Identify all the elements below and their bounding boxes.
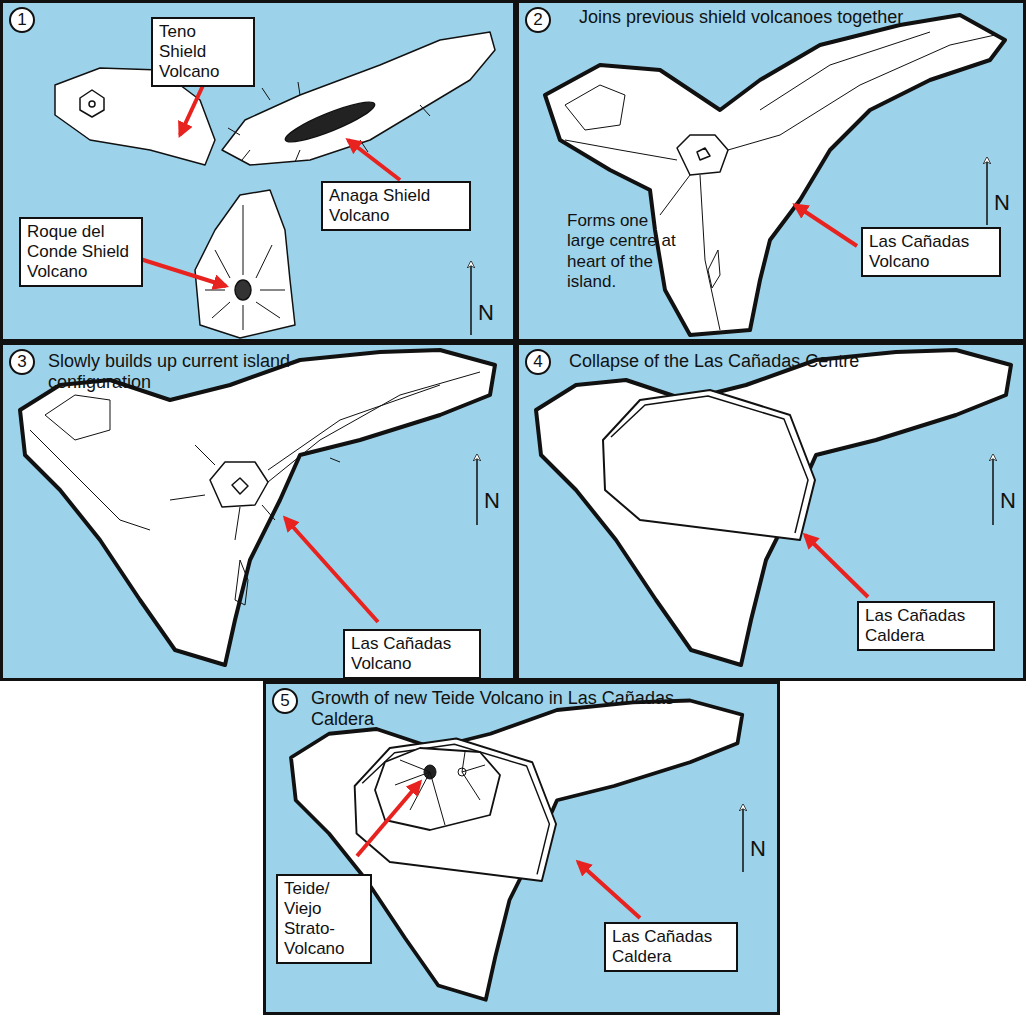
step-note: Forms one large centre at heart of the i…: [567, 211, 685, 293]
north-label: N: [750, 836, 766, 862]
north-label: N: [1000, 488, 1016, 514]
step-number: 5: [272, 688, 298, 714]
step-title: Growth of new Teide Volcano in Las Cañad…: [311, 688, 731, 729]
step-number: 1: [9, 7, 35, 33]
step-number: 3: [9, 349, 35, 375]
label-box: Teide/ Viejo Strato- Volcano: [276, 874, 372, 964]
label-text: Roque del Conde Shield Volcano: [27, 222, 135, 282]
step-title: Collapse of the Las Cañadas Centre: [569, 351, 989, 372]
label-text: Teide/ Viejo Strato- Volcano: [284, 879, 364, 959]
label-box: Roque del Conde Shield Volcano: [19, 217, 143, 287]
panel: 1Teno Shield VolcanoAnaga Shield Volcano…: [0, 0, 516, 342]
label-text: Las Cañadas Volcano: [869, 232, 993, 272]
label-text: Las Cañadas Caldera: [612, 927, 730, 967]
label-box: Teno Shield Volcano: [151, 17, 255, 87]
label-box: Las Cañadas Caldera: [857, 601, 995, 651]
label-text: Anaga Shield Volcano: [329, 186, 463, 226]
label-text: Teno Shield Volcano: [159, 22, 247, 82]
step-number: 4: [525, 349, 551, 375]
panel: 3 Slowly builds up current island configu…: [0, 342, 516, 681]
label-box: Las Cañadas Volcano: [861, 227, 1001, 277]
label-box: Las Cañadas Caldera: [604, 922, 738, 972]
north-label: N: [994, 190, 1010, 216]
panel: 2 Joins previous shield volcanoes togethe…: [516, 0, 1026, 342]
panel: 5 Growth of new Teide Volcano in Las Caña…: [263, 681, 780, 1015]
label-text: Las Cañadas Caldera: [865, 606, 987, 646]
north-label: N: [484, 488, 500, 514]
step-title: Slowly builds up current island configur…: [48, 351, 368, 392]
north-label: N: [478, 300, 494, 326]
label-text: Las Cañadas Volcano: [351, 634, 473, 674]
step-number: 2: [525, 7, 551, 33]
label-box: Anaga Shield Volcano: [321, 181, 471, 231]
label-box: Las Cañadas Volcano: [343, 629, 481, 679]
step-title: Joins previous shield volcanoes together: [579, 7, 999, 28]
panel: 4 Collapse of the Las Cañadas CentreLas C…: [516, 342, 1026, 681]
